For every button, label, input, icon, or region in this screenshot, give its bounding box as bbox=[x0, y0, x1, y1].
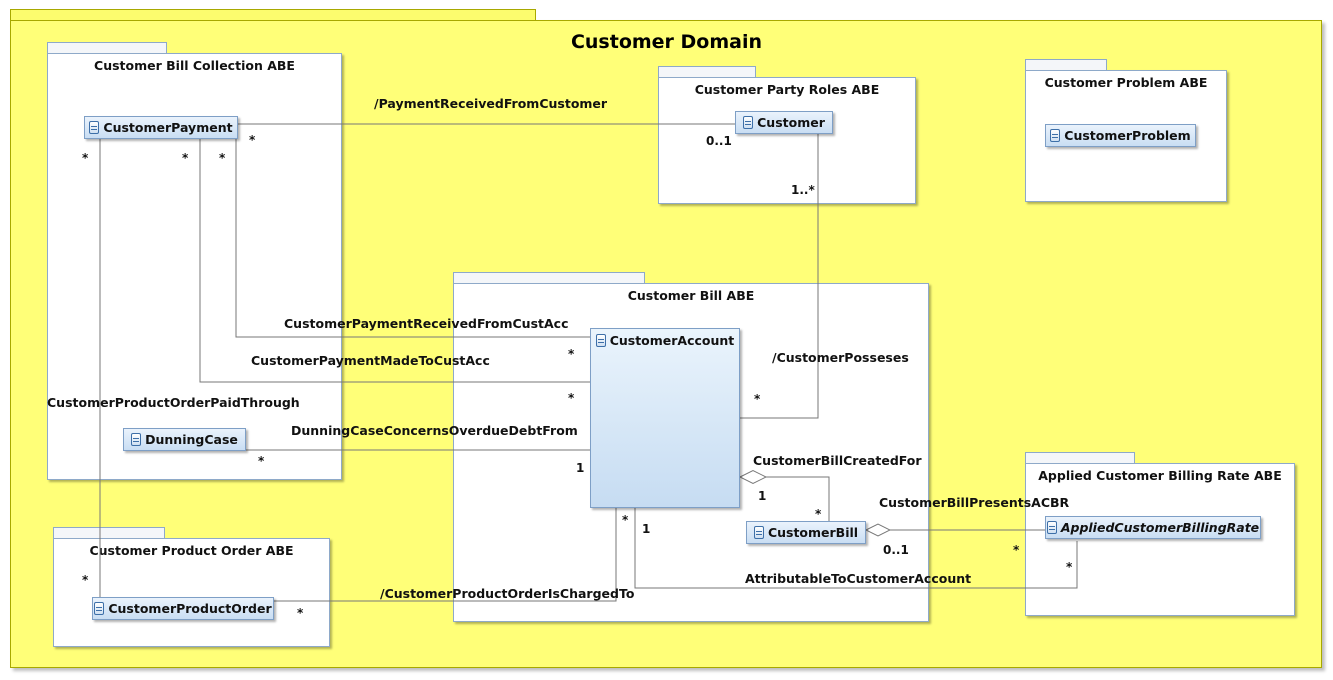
class-applied-customer-billing-rate[interactable]: AppliedCustomerBillingRate bbox=[1045, 516, 1261, 539]
multiplicity-label: * bbox=[568, 391, 575, 405]
class-dunning-case[interactable]: DunningCase bbox=[123, 428, 246, 451]
multiplicity-label: * bbox=[219, 151, 226, 165]
package-tab bbox=[53, 527, 165, 538]
class-customer-problem[interactable]: CustomerProblem bbox=[1045, 124, 1196, 147]
multiplicity-label: * bbox=[82, 151, 89, 165]
class-customer-product-order[interactable]: CustomerProductOrder bbox=[92, 597, 274, 620]
package-tab bbox=[453, 272, 645, 283]
association-label: /CustomerPosseses bbox=[772, 350, 909, 365]
multiplicity-label: 1 bbox=[576, 461, 585, 475]
class-icon bbox=[1046, 521, 1057, 534]
association-label: /CustomerProductOrderIsChargedTo bbox=[380, 586, 635, 601]
domain-tab bbox=[10, 9, 536, 22]
association-label: CustomerBillPresentsACBR bbox=[879, 495, 1070, 510]
multiplicity-label: * bbox=[297, 606, 304, 620]
multiplicity-label: * bbox=[1066, 560, 1073, 574]
multiplicity-label: * bbox=[182, 151, 189, 165]
package-title: Customer Bill ABE bbox=[627, 288, 755, 303]
package-tab bbox=[1025, 59, 1107, 70]
association-label: CustomerPaymentMadeToCustAcc bbox=[251, 353, 490, 368]
class-icon bbox=[595, 334, 606, 347]
multiplicity-label: * bbox=[82, 573, 89, 587]
package-title: Customer Product Order ABE bbox=[89, 543, 294, 558]
multiplicity-label: 0..1 bbox=[883, 543, 909, 557]
class-customer-payment[interactable]: CustomerPayment bbox=[84, 116, 238, 139]
package-title: Applied Customer Billing Rate ABE bbox=[1038, 468, 1282, 483]
multiplicity-label: * bbox=[754, 392, 761, 406]
class-icon bbox=[753, 526, 764, 539]
package-tab bbox=[1025, 452, 1135, 463]
class-icon bbox=[1050, 129, 1061, 142]
association-label: AttributableToCustomerAccount bbox=[745, 571, 972, 586]
multiplicity-label: 1 bbox=[642, 522, 651, 536]
class-icon bbox=[743, 116, 754, 129]
class-icon bbox=[94, 602, 105, 615]
multiplicity-label: 1..* bbox=[791, 183, 815, 197]
class-icon bbox=[131, 433, 142, 446]
domain-title: Customer Domain bbox=[570, 31, 763, 53]
association-label: DunningCaseConcernsOverdueDebtFrom bbox=[291, 423, 578, 438]
multiplicity-label: * bbox=[622, 513, 629, 527]
package-customer-product-order[interactable]: Customer Product Order ABE bbox=[53, 538, 330, 647]
multiplicity-label: * bbox=[815, 507, 822, 521]
multiplicity-label: * bbox=[249, 133, 256, 147]
association-label: CustomerBillCreatedFor bbox=[753, 453, 922, 468]
package-title: Customer Bill Collection ABE bbox=[94, 58, 295, 73]
class-customer[interactable]: Customer bbox=[735, 111, 833, 134]
package-tab bbox=[47, 42, 167, 53]
class-customer-account[interactable]: CustomerAccount bbox=[590, 328, 740, 508]
multiplicity-label: * bbox=[258, 454, 265, 468]
association-label: CustomerProductOrderPaidThrough bbox=[47, 395, 300, 410]
class-customer-bill[interactable]: CustomerBill bbox=[746, 521, 866, 544]
package-tab bbox=[658, 66, 756, 77]
association-label: CustomerPaymentReceivedFromCustAcc bbox=[284, 316, 569, 331]
package-title: Customer Problem ABE bbox=[1044, 75, 1208, 90]
package-customer-party-roles[interactable]: Customer Party Roles ABE bbox=[658, 77, 916, 204]
class-icon bbox=[89, 121, 100, 134]
multiplicity-label: 1 bbox=[758, 489, 767, 503]
multiplicity-label: * bbox=[568, 347, 575, 361]
package-title: Customer Party Roles ABE bbox=[694, 82, 880, 97]
package-applied-customer-billing-rate[interactable]: Applied Customer Billing Rate ABE bbox=[1025, 463, 1295, 616]
multiplicity-label: * bbox=[1013, 543, 1020, 557]
association-label: /PaymentReceivedFromCustomer bbox=[374, 96, 608, 111]
multiplicity-label: 0..1 bbox=[706, 134, 732, 148]
